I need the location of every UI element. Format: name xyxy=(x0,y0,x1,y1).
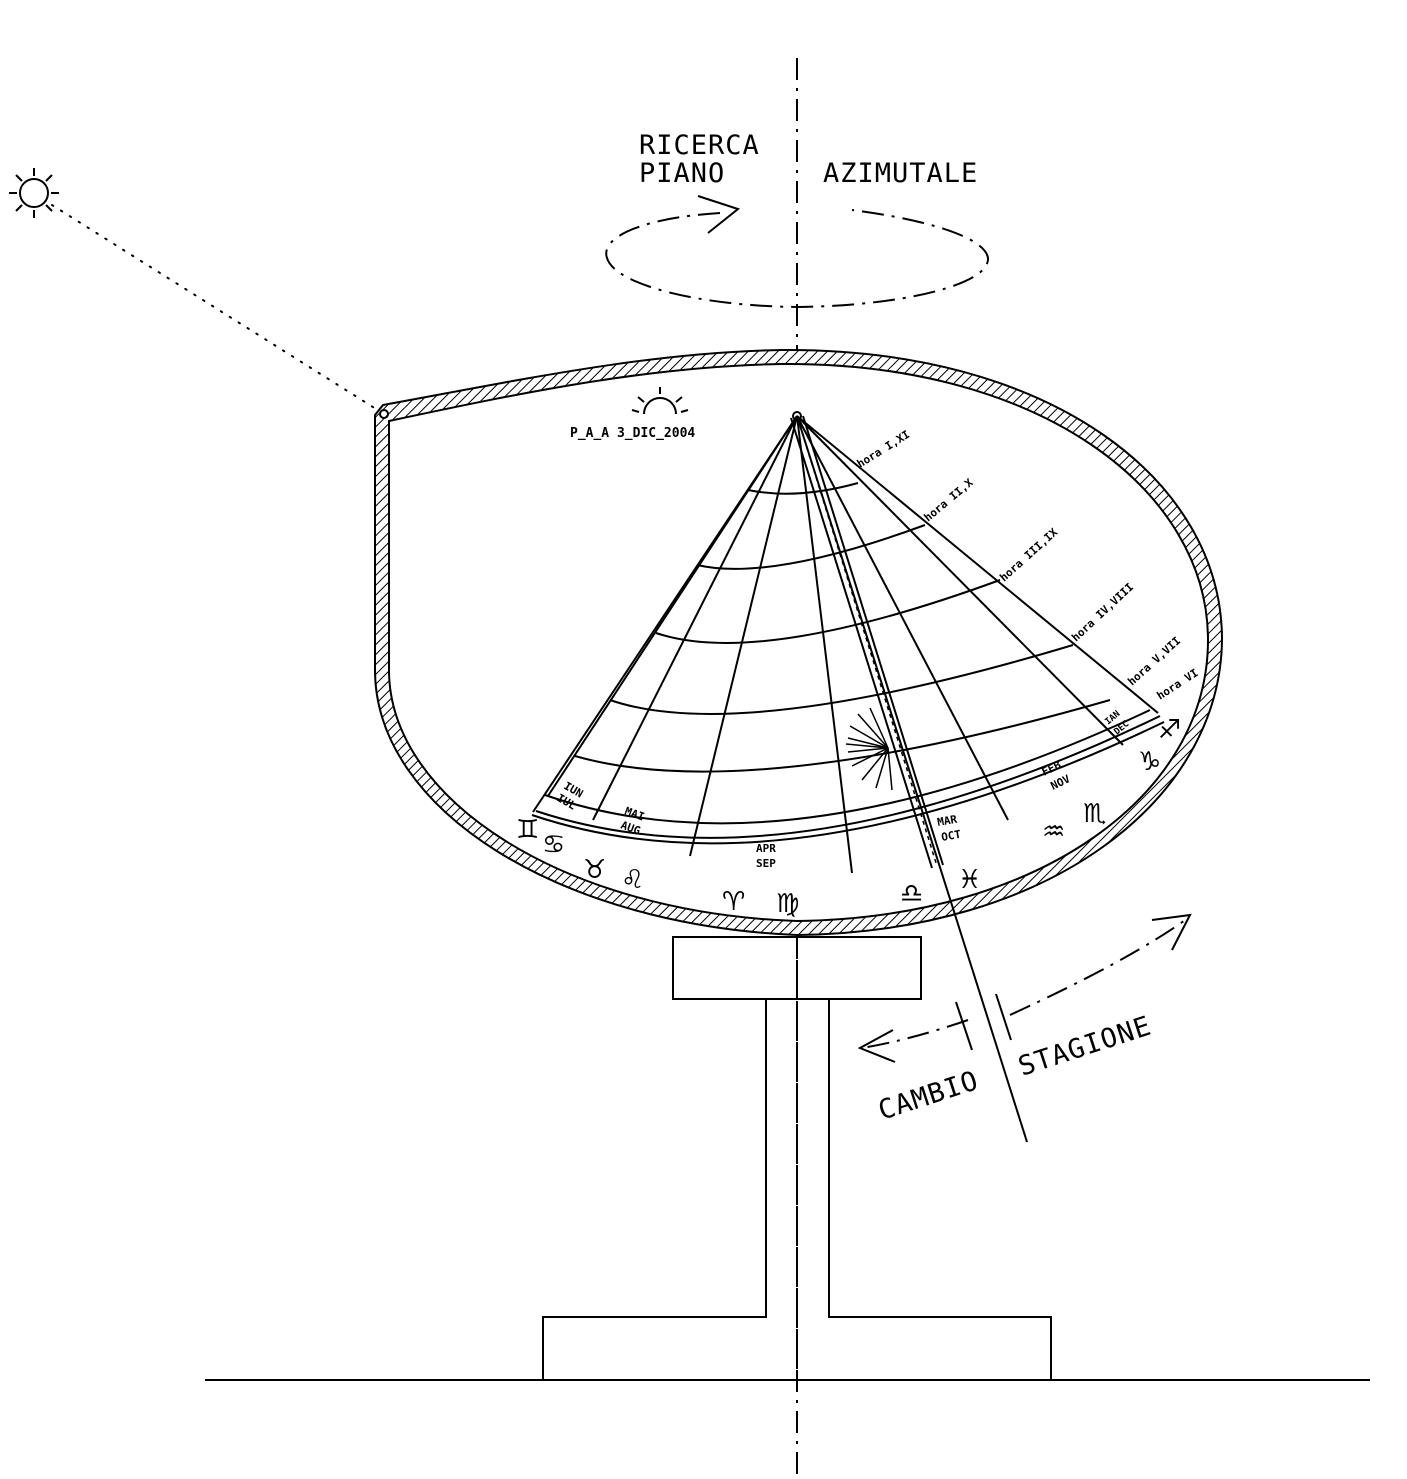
label-azimutale: AZIMUTALE xyxy=(823,158,978,189)
label-piano: PIANO xyxy=(639,158,725,189)
sun-glow-icon xyxy=(845,707,893,791)
label-stagione: STAGIONE xyxy=(1015,1011,1156,1083)
zodiac-sagittarius-icon: ♐ xyxy=(1158,715,1181,745)
zodiac-libra-icon: ♎ xyxy=(900,879,923,909)
sun-ray-line xyxy=(51,204,385,415)
month-sep: SEP xyxy=(756,857,776,870)
pedestal-base xyxy=(542,1000,1052,1380)
pedestal xyxy=(542,936,1052,1380)
zodiac-signs: ♊ ♋ ♉ ♌ ♈ ♍ ♎ ♓ ♒ ♏ ♑ ♐ xyxy=(516,715,1181,919)
zodiac-cancer-icon: ♋ xyxy=(542,830,565,860)
sunrise-icon xyxy=(631,387,689,415)
month-oct: OCT xyxy=(940,828,962,844)
zodiac-pisces-icon: ♓ xyxy=(958,865,981,895)
gnomon-rod xyxy=(790,411,1028,1143)
zodiac-capricorn-icon: ♑ xyxy=(1138,747,1161,777)
zodiac-scorpio-icon: ♏ xyxy=(1083,799,1106,829)
zodiac-taurus-icon: ♉ xyxy=(583,855,606,885)
zodiac-virgo-icon: ♍ xyxy=(776,889,799,919)
sun-icon xyxy=(9,168,59,218)
zodiac-leo-icon: ♌ xyxy=(621,865,644,895)
label-cambio: CAMBIO xyxy=(875,1065,983,1126)
label-ricerca: RICERCA xyxy=(639,130,760,161)
month-apr: APR xyxy=(756,842,776,855)
azimuth-rotation-arrow xyxy=(605,195,990,309)
declination-arcs xyxy=(574,482,1111,773)
zodiac-aries-icon: ♈ xyxy=(722,887,745,917)
zodiac-aquarius-icon: ♒ xyxy=(1042,817,1065,847)
month-band xyxy=(531,709,1165,845)
month-may: MAI xyxy=(623,805,646,824)
season-change-arrows xyxy=(857,913,1192,1063)
month-mar: MAR xyxy=(936,813,958,829)
sundial-housing xyxy=(374,348,1224,937)
zodiac-gemini-icon: ♊ xyxy=(516,815,539,845)
signature-label: P_A_A 3_DIC_2004 xyxy=(570,426,695,441)
